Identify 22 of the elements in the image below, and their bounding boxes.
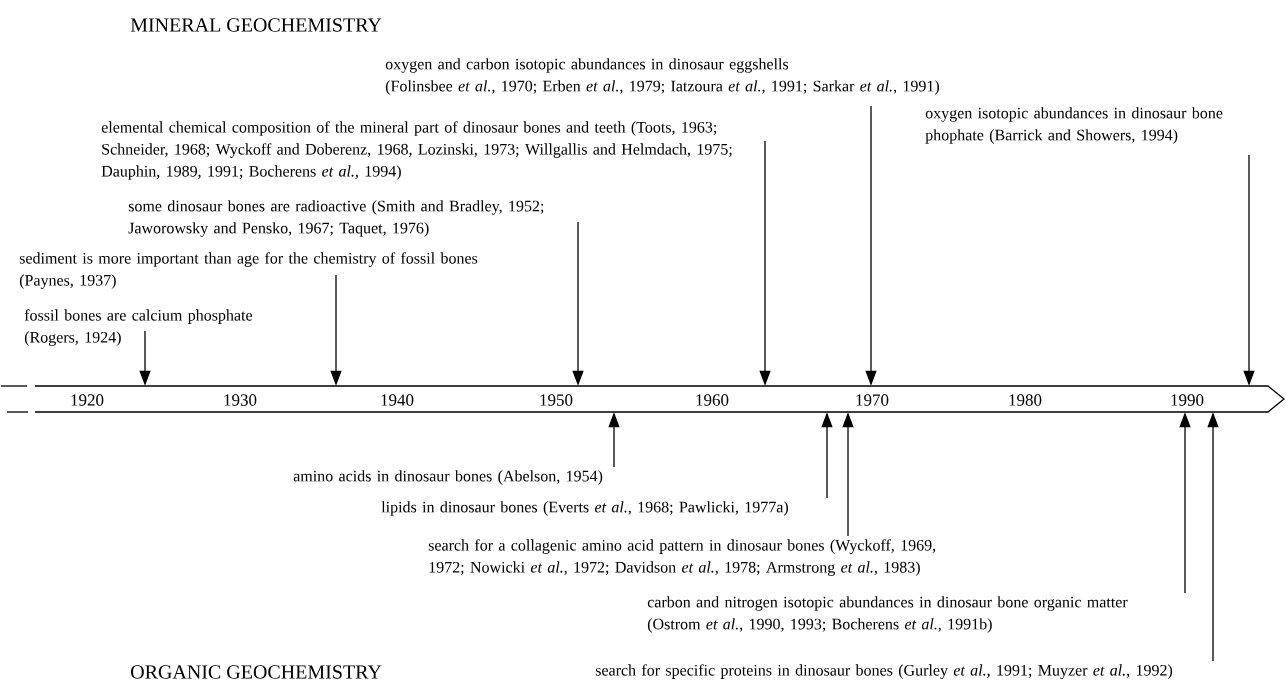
section-heading: ORGANIC GEOCHEMISTRY (131, 665, 382, 679)
year-label: 1950 (540, 394, 573, 406)
annotation-text: amino acids in dinosaur bones (Abelson, 1954) (293, 470, 603, 485)
annotation-text: sediment is more important than age for the chemistry of fossil bones (Paynes, 1937) (19, 252, 478, 289)
year-label: 1960 (696, 394, 729, 406)
annotation-text: oxygen isotopic abundances in dinosaur bone phophate (Barrick and Showers, 1994) (925, 107, 1223, 144)
year-label: 1990 (1171, 394, 1204, 406)
annotation-text: oxygen and carbon isotopic abundances in dinosaur eggshells (Folinsbee et al., 1970; Erben et al., 1979; Iatzoura et al., 1991; Sarkar et al., 1991) (385, 58, 940, 95)
annotation-text: carbon and nitrogen isotopic abundances in dinosaur bone organic matter (Ostrom et al., 1990, 1993; Bocherens et al., 1991b) (647, 596, 1128, 633)
year-label: 1930 (224, 394, 257, 406)
year-label: 1940 (381, 394, 414, 406)
annotation-text: lipids in dinosaur bones (Everts et al., 1968; Pawlicki, 1977a) (381, 501, 788, 516)
year-label: 1970 (856, 394, 889, 406)
annotation-text: search for specific proteins in dinosaur bones (Gurley et al., 1991; Muyzer et al., 1992) (595, 664, 1173, 679)
year-label: 1920 (71, 394, 104, 406)
annotation-text: search for a collagenic amino acid pattern in dinosaur bones (Wyckoff, 1969, 1972; Nowicki et al., 1972; Davidson et al., 1978; Armstrong et al., 1983) (428, 539, 936, 576)
annotation-text: fossil bones are calcium phosphate (Rogers, 1924) (24, 309, 253, 346)
timeline-band (0, 385, 1286, 413)
year-label: 1980 (1009, 394, 1042, 406)
annotation-text: elemental chemical composition of the mineral part of dinosaur bones and teeth (Toots, 1963; Schneider, 1968; Wyckoff and Doberenz, 1968, Lozinski, 1973; Willgallis and Helmdach, 1975; Dauphin, 1989, 1991; Bocherens et al., 1994) (101, 121, 732, 180)
section-heading: MINERAL GEOCHEMISTRY (130, 18, 382, 32)
annotation-text: some dinosaur bones are radioactive (Smith and Bradley, 1952; Jaworowsky and Pensko, 1967; Taquet, 1976) (128, 200, 544, 237)
